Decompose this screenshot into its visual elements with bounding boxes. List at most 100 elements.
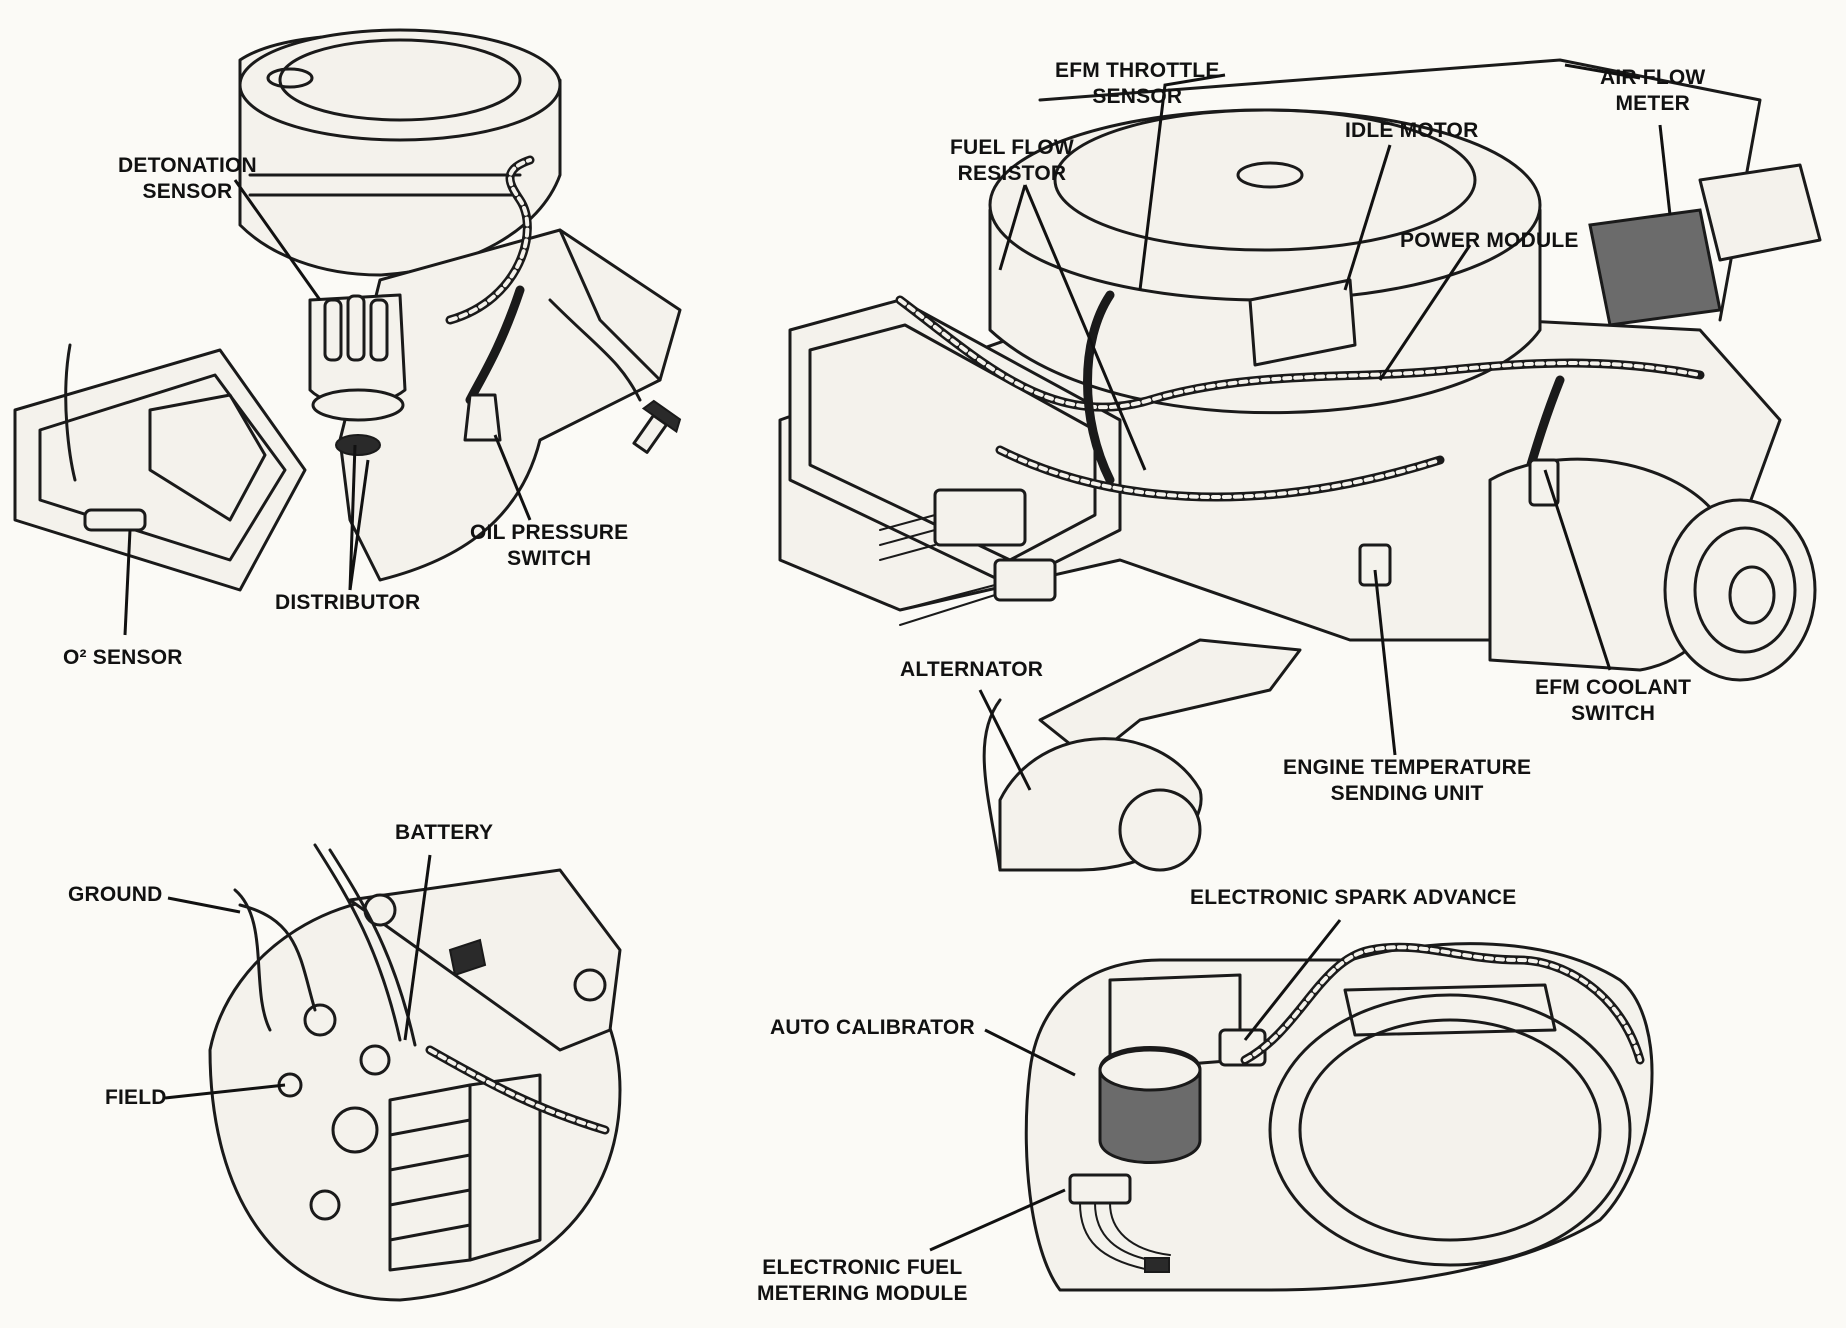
efm-air-cleaner-nut [1236,161,1304,189]
throttle-sensor-wire [1083,290,1115,485]
leader-o2-sensor [123,529,132,636]
label-alternator: ALTERNATOR [900,658,1044,681]
leader-engine-temperature [1373,569,1397,756]
alternator-bolt [309,1189,341,1221]
temperature-sending-unit-body [1358,543,1392,587]
label-ground: GROUND [68,883,163,906]
distributor-tower-3 [369,298,389,362]
leader-alternator [978,689,1032,791]
efm-module-view [1024,942,1654,1292]
loose-wire [548,298,642,402]
oil-pressure-switch-body [463,393,502,442]
harness-connector-2 [993,558,1057,602]
leader-detonation-sensor [233,179,322,301]
mount-tab [448,938,487,977]
efm-module-opening-rim [1298,1018,1602,1242]
battery-wire [313,843,402,1042]
leader-power-module [1378,244,1472,381]
alternator-pulley [1118,788,1202,872]
leader-distributor-2 [348,459,370,591]
leader-battery [403,854,432,1041]
mount-hole-2 [573,968,607,1002]
fin-1 [388,1118,472,1137]
air-flow-meter-duct [1698,163,1822,262]
air-cleaner-nut [266,67,314,89]
valve-cover-rib [148,393,267,522]
leader-auto-calibrator [984,1028,1076,1077]
label-auto-calibrator: AUTO CALIBRATOR [770,1016,975,1039]
leader-lines [123,63,1672,1252]
leader-efm-coolant-switch [1543,469,1612,671]
fin-3 [388,1188,472,1207]
engine-block [338,228,682,582]
compressor-pulley-groove [1693,526,1797,654]
o2-sensor-body [83,508,147,532]
bolt-icon [632,399,682,454]
distributor-tower-2 [346,294,366,362]
leader-idle-motor [1343,144,1392,291]
o2-sensor-wire [64,343,77,482]
distributor-shaft [335,434,381,456]
leader-efm-throttle-sensor [1138,73,1226,291]
distributor-base [311,388,405,422]
leader-ground [167,896,241,914]
leader-fuel-flow-resistor-1 [998,184,1027,271]
compressor-hub [1728,565,1776,625]
power-module-body [1248,278,1357,367]
label-electronic-spark-advance: ELECTRONIC SPARK ADVANCE [1190,886,1517,909]
auto-calibrator-top [1098,1048,1202,1092]
ground-terminal [359,1044,391,1076]
engine-front-view [13,28,682,592]
leader-electronic-spark-advance [1243,919,1342,1041]
efm-air-cleaner-ring [1053,108,1477,252]
air-flow-meter-body [1588,208,1722,327]
alternator-rear-view [208,843,622,1302]
leader-air-flow-meter [1658,124,1672,216]
distributor-tower-1 [323,298,343,362]
efm-module-opening [1268,993,1632,1267]
block-edge [558,228,662,382]
fin-4 [388,1223,472,1242]
oil-switch-wire [465,285,525,405]
leader-air-flow-duct [1564,63,1641,80]
harness-connector-1 [933,488,1027,547]
battery-terminal [303,1003,337,1037]
leader-electronic-fuel-metering [929,1188,1066,1252]
fuel-metering-plug [1144,1257,1170,1273]
label-field: FIELD [105,1086,167,1109]
air-cleaner-lid [238,28,562,142]
leader-oil-pressure-switch [493,434,532,521]
connector-leads [879,514,996,626]
valve-cover [13,348,307,592]
label-o2-sensor: O² SENSOR [63,646,183,669]
fin-2 [388,1153,472,1172]
leader-distributor-1 [348,444,357,591]
ground-wire [233,888,272,1032]
label-idle-motor: IDLE MOTOR [1345,119,1479,142]
label-battery: BATTERY [395,821,494,844]
valve-cover-inner [38,373,287,562]
air-cleaner-ring [278,38,522,122]
efm-module-rim-plate [1343,983,1557,1037]
coolant-switch-body [1528,458,1560,507]
mount-hole-1 [363,893,397,927]
fuel-metering-connector [1068,1173,1132,1205]
leader-fuel-flow-resistor-2 [1023,184,1147,471]
label-distributor: DISTRIBUTOR [275,591,421,614]
valve-cover-front-inner [808,323,1097,562]
ground-wire-2 [238,903,317,1012]
cooling-fins-side [468,1073,542,1262]
label-power-module: POWER MODULE [1400,229,1579,252]
engine-bay-view [778,58,1822,872]
alternator-shaft [331,1106,379,1154]
